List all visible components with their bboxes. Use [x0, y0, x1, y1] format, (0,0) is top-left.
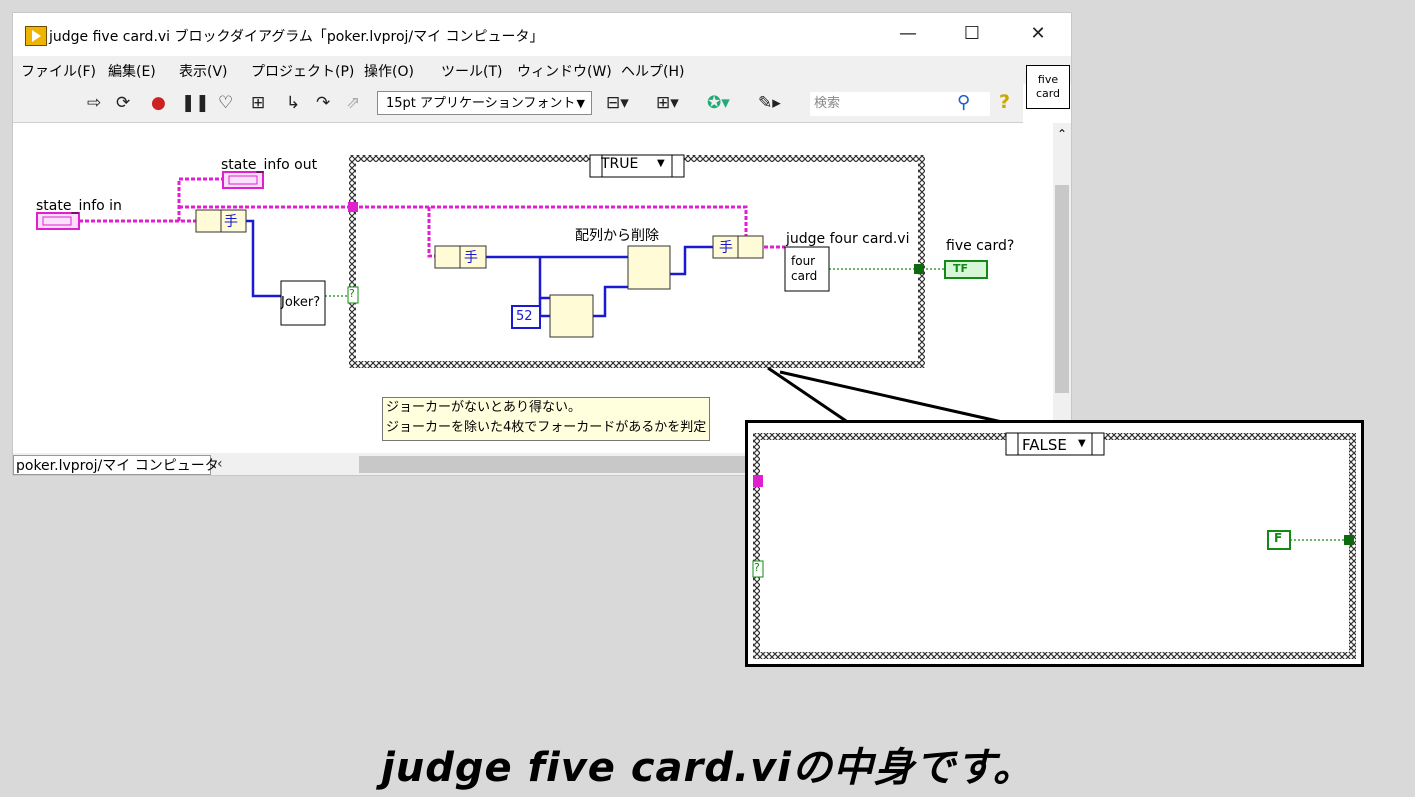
pause-icon[interactable]: ❚❚ [181, 93, 210, 113]
vi-icon-line1: five [1037, 73, 1059, 86]
selector-question: ? [349, 287, 355, 300]
menu-help[interactable]: ヘルプ(H) [621, 64, 685, 80]
run-icon[interactable]: ⇨ [87, 93, 102, 113]
menu-bar: ファイル(F) 編集(E) 表示(V) プロジェクト(P) 操作(O) ツール(… [13, 56, 1071, 84]
help-icon[interactable]: ? [999, 91, 1011, 113]
toolbar: ⇨ ⟳ ● ❚❚ ♡ ⊞ ↳ ↷ ⇗ 15pt アプリケーションフォント ▼ ⊟… [13, 84, 1023, 123]
step-over-icon[interactable]: ↷ [316, 93, 331, 113]
comment-box: ジョーカーがないとあり得ない。 ジョーカーを除いた4枚でフォーカードがあるかを判… [382, 397, 710, 441]
menu-view[interactable]: 表示(V) [179, 64, 228, 80]
horizontal-scroll-thumb[interactable] [359, 456, 759, 473]
state-info-in-label: state_info in [36, 198, 122, 214]
case-label-false: FALSE [1022, 436, 1067, 454]
run-continuous-icon[interactable]: ⟳ [116, 93, 131, 113]
close-button[interactable]: ✕ [1030, 23, 1046, 44]
output-tunnel [1344, 535, 1354, 545]
case-selector-terminal [752, 560, 764, 578]
scroll-left-icon[interactable]: ‹ [217, 456, 223, 472]
joker-subvi [280, 280, 326, 326]
judge-four-card-label: judge four card.vi [786, 231, 910, 247]
menu-tools[interactable]: ツール(T) [441, 64, 503, 80]
chevron-down-icon: ▼ [576, 97, 585, 110]
diagram-wires [36, 154, 988, 368]
font-select[interactable]: 15pt アプリケーションフォント ▼ [377, 91, 592, 115]
search-array-node [549, 294, 594, 338]
vi-icon: five card [1026, 65, 1070, 109]
joker-label: Joker? [281, 295, 321, 310]
input-tunnel [753, 475, 763, 487]
hand-label: 手 [224, 214, 238, 230]
case-selector-terminal [347, 286, 359, 304]
menu-operate[interactable]: 操作(O) [364, 64, 414, 80]
tf-indicator: TF [953, 262, 969, 275]
chevron-down-icon: ▼ [1078, 438, 1086, 449]
input-tunnel [348, 202, 358, 212]
menu-project[interactable]: プロジェクト(P) [251, 64, 355, 80]
search-icon[interactable]: ⚲ [957, 92, 971, 113]
vi-icon-line2: card [1035, 87, 1061, 100]
step-out-icon[interactable]: ⇗ [346, 93, 361, 113]
constant-52 [511, 305, 541, 329]
hand-label: 手 [719, 240, 733, 256]
hand-label: 手 [464, 250, 478, 266]
chevron-down-icon: ▼ [657, 158, 665, 169]
labview-icon [25, 26, 47, 46]
output-tunnel [914, 264, 924, 274]
vertical-scroll-thumb[interactable] [1055, 185, 1069, 393]
case-label-true[interactable]: TRUE [601, 156, 639, 172]
distribute-icon[interactable]: ⊞▾ [656, 93, 679, 113]
false-case-diagram [752, 432, 1356, 659]
retain-wire-icon[interactable]: ⊞ [251, 93, 266, 113]
four-card-line1: four [791, 254, 816, 268]
false-constant-value: F [1274, 531, 1283, 545]
menu-edit[interactable]: 編集(E) [108, 64, 156, 80]
font-select-value: 15pt アプリケーションフォント [386, 96, 576, 111]
window-title: judge five card.vi ブロックダイアグラム「poker.lvpr… [49, 29, 544, 45]
title-bar: judge five card.vi ブロックダイアグラム「poker.lvpr… [13, 13, 1071, 55]
four-card-line2: card [791, 269, 818, 283]
five-card-terminal [944, 260, 988, 279]
reorder-icon[interactable]: ✪▾ [707, 93, 730, 113]
block-diagram-canvas[interactable]: state_info in state_info out 手 手 手 Joker… [13, 123, 1053, 453]
search-input[interactable]: 検索 [810, 92, 990, 116]
cleanup-icon[interactable]: ✎▸ [758, 93, 781, 113]
block-diagram-window: judge five card.vi ブロックダイアグラム「poker.lvpr… [12, 12, 1072, 476]
comment-line1: ジョーカーがないとあり得ない。 [386, 400, 582, 415]
align-icon[interactable]: ⊟▾ [606, 93, 629, 113]
selector-question: ? [754, 561, 760, 574]
delete-from-array-label: 配列から削除 [575, 228, 659, 244]
highlight-icon[interactable]: ♡ [218, 93, 234, 113]
comment-line2: ジョーカーを除いた4枚でフォーカードがあるかを判定 [386, 420, 707, 435]
menu-file[interactable]: ファイル(F) [21, 64, 96, 80]
four-card-subvi [784, 246, 830, 292]
five-card-label: five card? [946, 238, 1015, 254]
scroll-up-icon[interactable]: ⌃ [1057, 127, 1068, 141]
project-context-tab[interactable]: poker.lvproj/マイ コンピュータ [13, 455, 219, 475]
maximize-button[interactable]: ☐ [963, 23, 981, 44]
caption: judge five card.viの中身です。 [381, 745, 1034, 791]
abort-icon[interactable]: ● [151, 93, 166, 113]
minimize-button[interactable]: — [899, 23, 917, 44]
state-info-out-label: state_info out [221, 157, 318, 173]
delete-from-array-node [627, 245, 671, 290]
false-case-zoom-panel: FALSE ▼ F ? [745, 420, 1364, 667]
step-into-icon[interactable]: ↳ [286, 93, 301, 113]
constant-52-value: 52 [516, 309, 533, 324]
menu-window[interactable]: ウィンドウ(W) [517, 64, 612, 80]
